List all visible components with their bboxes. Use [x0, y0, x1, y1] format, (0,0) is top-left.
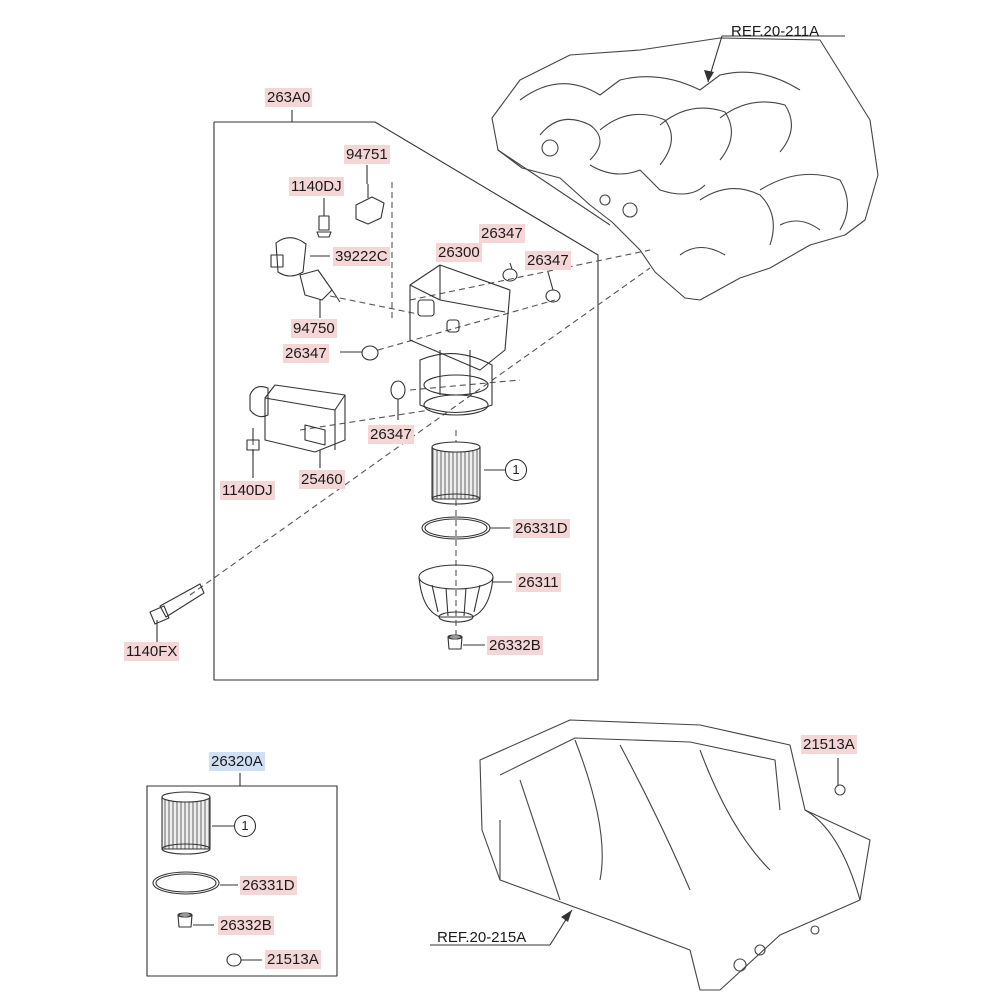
part-label-1140fx[interactable]: 1140FX [124, 642, 180, 661]
group-label-26320a[interactable]: 26320A [209, 752, 265, 771]
ref-label-oil-pan[interactable]: REF.20-215A [437, 929, 527, 946]
part-label-26300[interactable]: 26300 [436, 243, 482, 262]
part-label-94751[interactable]: 94751 [344, 145, 390, 164]
bolt-1140dj-bottom [246, 428, 260, 478]
filter-cap-26311 [418, 564, 512, 623]
part-label-39222c[interactable]: 39222C [333, 247, 390, 266]
kit-gasket-21513a [226, 953, 262, 967]
group-26320a-frame [146, 773, 338, 977]
part-label-94750[interactable]: 94750 [291, 319, 337, 338]
callout-1-main-filter[interactable]: 1 [505, 459, 527, 481]
drain-plug-26332b-main [447, 634, 485, 650]
callout-1-kit-filter[interactable]: 1 [234, 815, 256, 837]
part-label-26311[interactable]: 26311 [516, 573, 561, 592]
ref-label-block[interactable]: REF.20-211A [731, 23, 820, 40]
kit-label-26332b[interactable]: 26332B [218, 916, 274, 935]
part-label-26332b[interactable]: 26332B [487, 636, 543, 655]
oil-cooler-25460 [249, 384, 346, 468]
assembly-dashed-lines [189, 182, 651, 635]
filter-element-main [431, 441, 505, 505]
part-label-26347-d[interactable]: 26347 [368, 425, 414, 444]
bolt-1140fx [149, 583, 205, 642]
part-label-21513a-pan[interactable]: 21513A [801, 735, 857, 754]
o-ring-26347-d [390, 380, 406, 400]
part-label-25460[interactable]: 25460 [299, 470, 345, 489]
o-ring-26331d-main [421, 516, 510, 540]
oil-pan-drawing [479, 719, 871, 991]
kit-label-21513a[interactable]: 21513A [265, 950, 321, 969]
part-label-1140dj-top[interactable]: 1140DJ [289, 177, 344, 196]
group-label-263a0[interactable]: 263A0 [265, 88, 313, 107]
part-label-26331d[interactable]: 26331D [513, 519, 570, 538]
engine-block-drawing [491, 37, 879, 301]
o-ring-26347-c [361, 345, 379, 361]
kit-filter-element [161, 791, 234, 855]
kit-label-26331d[interactable]: 26331D [240, 876, 297, 895]
sensor-39222c [270, 237, 330, 277]
sensor-94751 [355, 165, 385, 225]
kit-o-ring-26331d [152, 871, 238, 895]
group-263a0-frame [213, 110, 599, 681]
kit-drain-plug-26332b [177, 912, 214, 928]
part-label-1140dj-bottom[interactable]: 1140DJ [220, 481, 275, 500]
bolt-1140dj-top [316, 198, 332, 238]
sensor-94750 [299, 269, 341, 318]
o-ring-26347-a [502, 268, 518, 282]
part-label-26347-a[interactable]: 26347 [479, 224, 525, 243]
oil-filter-housing-26300 [409, 264, 511, 416]
part-label-26347-c[interactable]: 26347 [283, 344, 329, 363]
part-label-26347-b[interactable]: 26347 [525, 251, 571, 270]
